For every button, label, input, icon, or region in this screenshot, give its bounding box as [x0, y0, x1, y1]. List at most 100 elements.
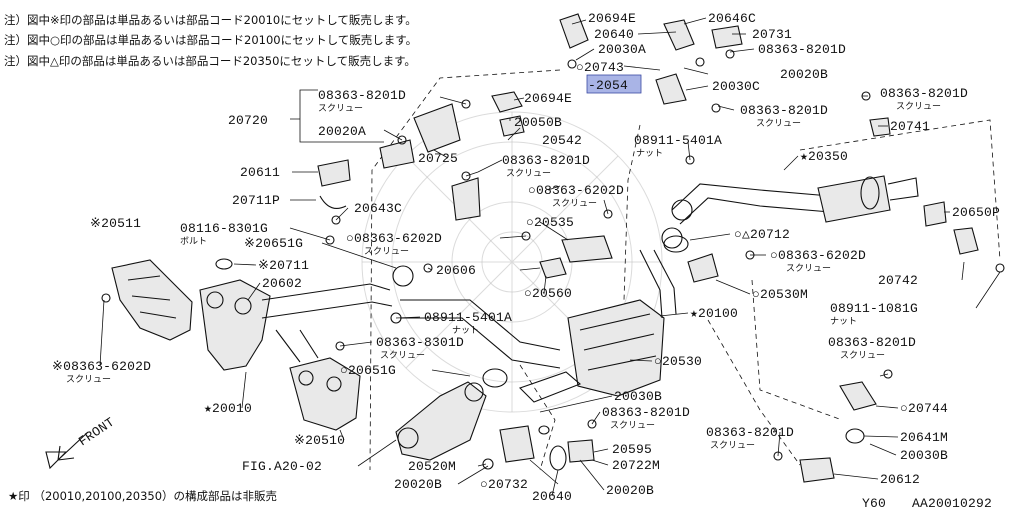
nut-sub-1081: ナット	[830, 316, 857, 327]
label-20694E-top[interactable]: 20694E	[588, 11, 636, 26]
label-20020B-right[interactable]: 20020B	[606, 483, 654, 498]
label-08363-6202D-b[interactable]: ○08363-6202D	[346, 231, 442, 246]
label-20651G-a[interactable]: ※20651G	[244, 236, 303, 251]
screw-sub-6202d: スクリュー	[66, 374, 111, 385]
label-20712[interactable]: ○△20712	[734, 227, 790, 242]
label-20744[interactable]: ○20744	[900, 401, 948, 416]
label-20611[interactable]: 20611	[240, 165, 280, 180]
label-20100[interactable]: ★20100	[690, 306, 738, 321]
label-08363-8301D[interactable]: 08363-8301D	[376, 335, 464, 350]
screw-sub-6202b: スクリュー	[364, 246, 409, 257]
screw-sub-8301: スクリュー	[380, 350, 425, 361]
label-08363-8201D-f[interactable]: 08363-8201D	[828, 335, 916, 350]
label-20010[interactable]: ★20010	[204, 401, 252, 416]
label-20050B[interactable]: 20050B	[514, 115, 562, 130]
model-code: Y60	[862, 496, 886, 510]
label-20030B-a[interactable]: 20030B	[614, 389, 662, 404]
label-20720[interactable]: 20720	[228, 113, 268, 128]
fig-ref-label[interactable]: FIG.A20-02	[242, 459, 322, 474]
label-08363-8201D-b[interactable]: 08363-8201D	[880, 86, 968, 101]
label-20511[interactable]: ※20511	[90, 216, 141, 231]
label-20725[interactable]: 20725	[418, 151, 458, 166]
label-20646C[interactable]: 20646C	[708, 11, 756, 26]
label-08911-5401A-a[interactable]: 08911-5401A	[634, 133, 722, 148]
screw-sub-e: スクリュー	[506, 168, 551, 179]
part-front-pipe-20020	[392, 265, 561, 369]
label-20595[interactable]: 20595	[612, 442, 652, 457]
label-20030A[interactable]: 20030A	[598, 42, 646, 57]
leader-lines	[99, 17, 1001, 497]
label-08363-8201D-g[interactable]: 08363-8201D	[602, 405, 690, 420]
label-08363-8201D-h[interactable]: 08363-8201D	[706, 425, 794, 440]
screw-sub-g: スクリュー	[610, 420, 655, 431]
front-arrow-icon: FRONT	[45, 415, 118, 470]
label-08363-8201D-d[interactable]: 08363-8201D	[318, 88, 406, 103]
label-20640-bot[interactable]: 20640	[532, 489, 572, 504]
label-20651G-b[interactable]: ○20651G	[340, 363, 396, 378]
label-20694E-mid[interactable]: 20694E	[524, 91, 572, 106]
label-20742[interactable]: 20742	[878, 273, 918, 288]
label-20350[interactable]: ★20350	[800, 149, 848, 164]
note-1: 注）図中※印の部品は単品あるいは部品コード20010にセットして販売します。	[4, 13, 417, 27]
highlight-label[interactable]: -2054	[588, 78, 628, 93]
label-20530[interactable]: ○20530	[654, 354, 702, 369]
label-08363-8201D-a[interactable]: 08363-8201D	[758, 42, 846, 57]
part-converter-20520M	[395, 381, 487, 461]
label-20711P[interactable]: 20711P	[232, 193, 280, 208]
highlight-box	[586, 74, 642, 94]
label-20722M[interactable]: 20722M	[612, 458, 660, 473]
screw-sub-h: スクリュー	[710, 440, 755, 451]
screw-sub-d: スクリュー	[318, 103, 363, 114]
notes-block: 注）図中※印の部品は単品あるいは部品コード20010にセットして販売します。 注…	[4, 13, 417, 68]
label-20020B-bot[interactable]: 20020B	[394, 477, 442, 492]
front-label: FRONT	[76, 415, 118, 450]
label-20641M[interactable]: 20641M	[900, 430, 948, 445]
screw-sub-6202c: スクリュー	[786, 263, 831, 274]
label-20510[interactable]: ※20510	[294, 433, 345, 448]
label-20711[interactable]: ※20711	[258, 258, 309, 273]
label-20020B-top[interactable]: 20020B	[780, 67, 828, 82]
part-manifold-20510	[275, 329, 361, 431]
part-center-pipe	[639, 227, 683, 319]
label-20520M[interactable]: 20520M	[408, 459, 456, 474]
part-hanger-brackets	[317, 13, 979, 483]
label-08911-5401A-b[interactable]: 08911-5401A	[424, 310, 512, 325]
note-2: 注）図中○印の部品は単品あるいは部品コード20100にセットして販売します。	[4, 33, 417, 47]
label-20030C[interactable]: 20030C	[712, 79, 760, 94]
part-catalyst-20100	[518, 299, 665, 403]
label-20542[interactable]: 20542	[542, 133, 582, 148]
label-20640-top[interactable]: 20640	[594, 27, 634, 42]
label-08911-1081G[interactable]: 08911-1081G	[830, 301, 918, 316]
label-20560[interactable]: ○20560	[524, 286, 572, 301]
label-08363-8201D-c[interactable]: 08363-8201D	[740, 103, 828, 118]
label-20743[interactable]: ○20743	[576, 60, 624, 75]
label-08363-6202D-c[interactable]: ○08363-6202D	[770, 248, 866, 263]
figure-code: AA20010292	[912, 496, 992, 510]
bolt-sub: ボルト	[180, 236, 207, 247]
label-20606[interactable]: 20606	[436, 263, 476, 278]
label-08363-6202D-d[interactable]: ※08363-6202D	[52, 359, 151, 374]
label-20650P[interactable]: 20650P	[952, 205, 1000, 220]
screw-sub-c: スクリュー	[756, 118, 801, 129]
label-20030B-b[interactable]: 20030B	[900, 448, 948, 463]
label-08363-6202D-a[interactable]: ○08363-6202D	[528, 183, 624, 198]
label-20643C[interactable]: 20643C	[354, 201, 402, 216]
label-20612[interactable]: 20612	[880, 472, 920, 487]
part-gaskets	[215, 235, 865, 471]
label-20020A[interactable]: 20020A	[318, 124, 366, 139]
part-labels: 20694E 20646C 20640 20731 20030A 08363-8…	[52, 11, 1000, 504]
label-20741[interactable]: 20741	[890, 119, 930, 134]
label-20535[interactable]: ○20535	[526, 215, 574, 230]
screw-sub-b: スクリュー	[896, 101, 941, 112]
label-08363-8201D-e[interactable]: 08363-8201D	[502, 153, 590, 168]
screw-sub-f: スクリュー	[840, 350, 885, 361]
label-20602[interactable]: 20602	[262, 276, 302, 291]
label-20732[interactable]: ○20732	[480, 477, 528, 492]
assembly-boundaries	[369, 69, 1001, 471]
label-08116-8301G[interactable]: 08116-8301G	[180, 221, 268, 236]
footnote: ★印 （20010,20100,20350）の構成部品は非販売	[8, 489, 277, 503]
label-20530M[interactable]: ○20530M	[752, 287, 808, 302]
label-20731[interactable]: 20731	[752, 27, 792, 42]
nut-sub-b: ナット	[452, 325, 479, 336]
